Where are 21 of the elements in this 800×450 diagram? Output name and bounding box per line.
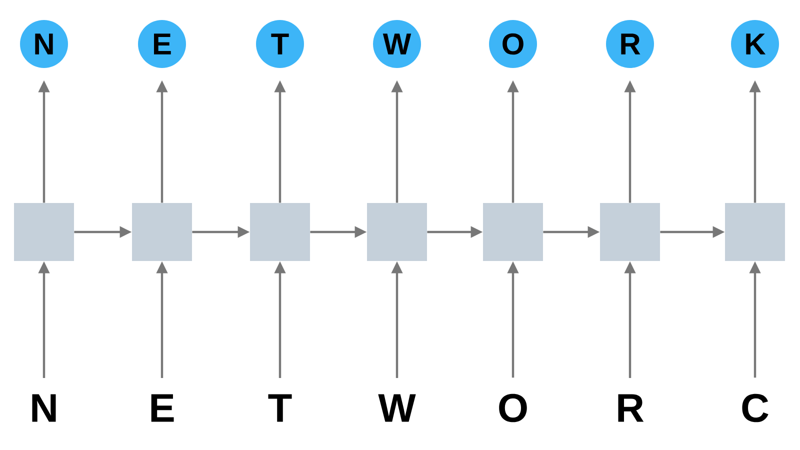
hidden-cell-box xyxy=(600,203,660,261)
input-letter: T xyxy=(268,394,292,422)
input-letter: N xyxy=(32,394,56,422)
input-letter: E xyxy=(151,394,174,422)
circle-node: W xyxy=(373,20,421,68)
circle-node: N xyxy=(20,20,68,68)
circle-node: E xyxy=(138,20,186,68)
input-letter: C xyxy=(742,394,768,422)
hidden-cell-box xyxy=(250,203,310,261)
hidden-cell-box xyxy=(725,203,785,261)
input-letter: W xyxy=(378,394,416,422)
circle-node: K xyxy=(731,20,779,68)
hidden-cell-box xyxy=(367,203,427,261)
input-letter: R xyxy=(618,394,644,422)
circle-node: T xyxy=(256,20,304,68)
circle-node: R xyxy=(606,20,654,68)
input-letter: O xyxy=(499,394,527,422)
hidden-cell-box xyxy=(14,203,74,261)
hidden-cell-box xyxy=(483,203,543,261)
circle-node: O xyxy=(489,20,537,68)
hidden-cell-box xyxy=(132,203,192,261)
